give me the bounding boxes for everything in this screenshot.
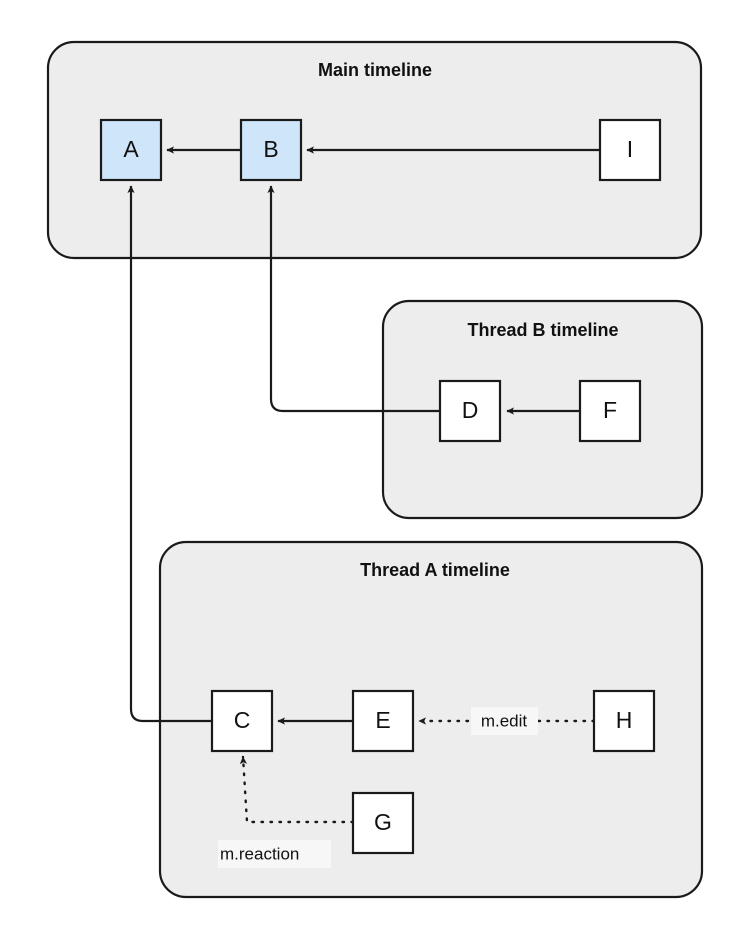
node-c-rect[interactable] (210, 689, 274, 753)
node-b[interactable]: B (239, 118, 303, 182)
node-f-rect[interactable] (578, 379, 642, 443)
m-edit-label: m.edit (481, 711, 528, 730)
node-a-label: A (123, 136, 139, 162)
node-d-label: D (462, 397, 479, 423)
group-thread-b-timeline: Thread B timeline (381, 299, 704, 520)
node-b-label: B (263, 136, 278, 162)
edge-d-to-b (267, 185, 440, 413)
node-a[interactable]: A (99, 118, 163, 182)
m-edit-label-background (471, 707, 538, 735)
node-d[interactable]: D (438, 379, 502, 443)
node-e[interactable]: E (351, 689, 415, 753)
thread-a-timeline-container (158, 540, 704, 899)
node-f[interactable]: F (578, 379, 642, 443)
node-d-rect[interactable] (438, 379, 502, 443)
node-c[interactable]: C (210, 689, 274, 753)
m-reaction-label-background (218, 840, 331, 868)
node-b-rect[interactable] (239, 118, 303, 182)
m-reaction-label: m.reaction (220, 844, 299, 863)
node-f-label: F (603, 397, 617, 423)
group-thread-a-timeline: Thread A timeline (158, 540, 704, 899)
node-h[interactable]: H (592, 689, 656, 753)
edge-g-to-c (239, 755, 355, 824)
thread-a-timeline-title: Thread A timeline (360, 560, 510, 580)
node-g-label: G (374, 809, 392, 835)
node-i-label: I (627, 136, 633, 162)
node-e-label: E (375, 707, 390, 733)
node-e-rect[interactable] (351, 689, 415, 753)
thread-b-timeline-title: Thread B timeline (467, 320, 618, 340)
node-g-rect[interactable] (351, 791, 415, 855)
node-h-label: H (616, 707, 633, 733)
node-a-rect[interactable] (99, 118, 163, 182)
node-g[interactable]: G (351, 791, 415, 855)
node-h-rect[interactable] (592, 689, 656, 753)
node-i-rect[interactable] (598, 118, 662, 182)
node-i[interactable]: I (598, 118, 662, 182)
thread-b-timeline-container (381, 299, 704, 520)
main-timeline-title: Main timeline (318, 60, 432, 80)
edge-c-to-a (127, 185, 212, 723)
node-c-label: C (234, 707, 251, 733)
